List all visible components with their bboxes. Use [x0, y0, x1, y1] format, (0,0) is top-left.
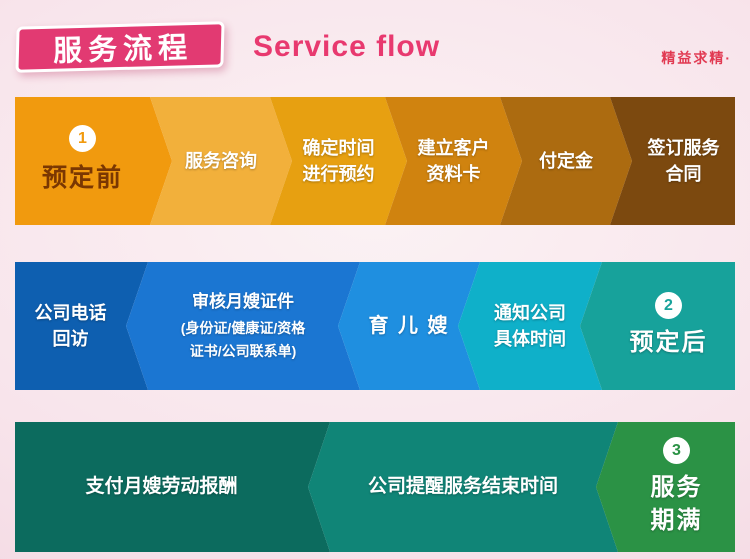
step-label: 服务咨询	[185, 150, 257, 171]
title-badge: 服务流程	[15, 21, 225, 73]
step-childcare-nanny: 育 儿 嫂	[338, 262, 480, 390]
flow-row-pre-booking: 1 预定前 服务咨询 确定时间 进行预约 建立客户 资料卡 付定金 签订服务 合…	[15, 97, 735, 225]
step-service-expire: 3 服务 期满	[596, 422, 735, 552]
step-service-consult: 服务咨询	[150, 97, 292, 225]
step-verify-credentials: 审核月嫂证件 (身份证/健康证/资格 证书/公司联系单)	[126, 262, 360, 390]
step-phone-followup: 公司电话 回访	[15, 262, 148, 390]
flow-row-service-end: 支付月嫂劳动报酬 公司提醒服务结束时间 3 服务 期满	[15, 422, 735, 552]
step-content: 2 预定后	[602, 292, 735, 359]
step-pre-booking: 1 预定前	[15, 97, 172, 225]
step-content: 3 服务 期满	[618, 437, 735, 537]
step-label: 公司电话 回访	[34, 302, 107, 349]
step-label: 付定金	[539, 150, 593, 171]
subtitle-text: Service flow	[253, 30, 441, 63]
step-label: 通知公司 具体时间	[494, 302, 566, 349]
step-label: 确定时间 进行预约	[302, 137, 375, 184]
step-label: 支付月嫂劳动报酬	[85, 476, 238, 498]
step-number-badge-2: 2	[655, 292, 682, 320]
step-content: 1 预定前	[15, 125, 150, 196]
step-label: 预定前	[41, 164, 123, 193]
step-label: 预定后	[629, 329, 708, 357]
step-label: 育 儿 嫂	[368, 314, 450, 337]
step-post-booking: 2 预定后	[580, 262, 735, 390]
step-label: 公司提醒服务结束时间	[367, 476, 558, 498]
step-confirm-time: 确定时间 进行预约	[270, 97, 407, 225]
step-customer-file: 建立客户 资料卡	[385, 97, 522, 225]
step-number-badge-3: 3	[663, 437, 690, 465]
step-pay-deposit: 付定金	[500, 97, 632, 225]
step-remind-end-time: 公司提醒服务结束时间	[308, 422, 618, 552]
step-sublabel: (身份证/健康证/资格 证书/公司联系单)	[180, 320, 306, 359]
tagline: 精益求精·	[661, 50, 732, 66]
step-content: 审核月嫂证件 (身份证/健康证/资格 证书/公司联系单)	[148, 290, 338, 362]
step-label: 服务 期满	[650, 474, 703, 534]
step-notify-company: 通知公司 具体时间	[458, 262, 602, 390]
step-number-badge-1: 1	[69, 125, 96, 152]
subtitle-reflection: Service flow	[253, 63, 483, 87]
step-label: 签订服务 合同	[647, 137, 720, 184]
page-title: 服务流程	[52, 32, 194, 68]
step-pay-salary: 支付月嫂劳动报酬	[15, 422, 330, 552]
flow-row-post-booking: 公司电话 回访 审核月嫂证件 (身份证/健康证/资格 证书/公司联系单) 育 儿…	[15, 262, 735, 390]
step-label: 审核月嫂证件	[192, 291, 294, 311]
step-sign-contract: 签订服务 合同	[610, 97, 735, 225]
step-label: 建立客户 资料卡	[417, 137, 490, 184]
